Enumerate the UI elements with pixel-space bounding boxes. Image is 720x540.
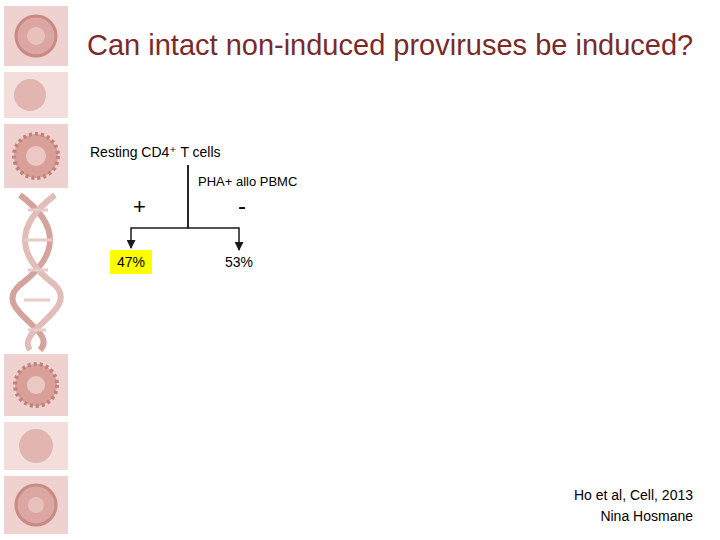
virus-core [28,497,44,513]
virus-body [14,79,46,111]
virus-body [16,16,56,56]
dna-strand [25,195,61,350]
virus-core [27,27,45,45]
branch-arrow [131,165,188,248]
virus-tile [4,354,68,416]
tile [4,124,68,188]
tile [4,72,68,118]
node-text: 47% [117,254,145,270]
cell-population: Resting CD4⁺ T cells [89,143,222,161]
virus-body [15,364,57,406]
citation: Ho et al, Cell, 2013 [574,487,693,503]
dna-rungs [24,210,52,330]
author-credit: Nina Hosmane [600,508,693,524]
branch-sign: + [133,196,146,218]
virus-body [19,429,53,463]
virus-body [14,134,58,178]
virus-tile [4,6,68,66]
node-text: Resting CD4⁺ T cells [90,144,221,160]
virus-core [27,376,45,394]
virus-tile [4,124,68,188]
percent-node: 53% [222,252,256,272]
tile [4,6,68,66]
virus-tile [4,476,68,534]
virus-body [16,485,56,525]
virus-tile [4,422,68,470]
slide-title: Can intact non-induced proviruses be ind… [87,24,697,66]
stimulus-label: PHA+ allo PBMC [198,174,297,189]
virus-core [26,146,46,166]
virus-tile [4,72,68,118]
highlight-box: 47% [110,250,152,274]
tile [4,354,68,416]
node-text: 53% [225,254,253,270]
tile [4,476,68,534]
dna-helix [12,195,60,350]
tile [4,422,68,470]
branch-sign: - [238,194,246,218]
